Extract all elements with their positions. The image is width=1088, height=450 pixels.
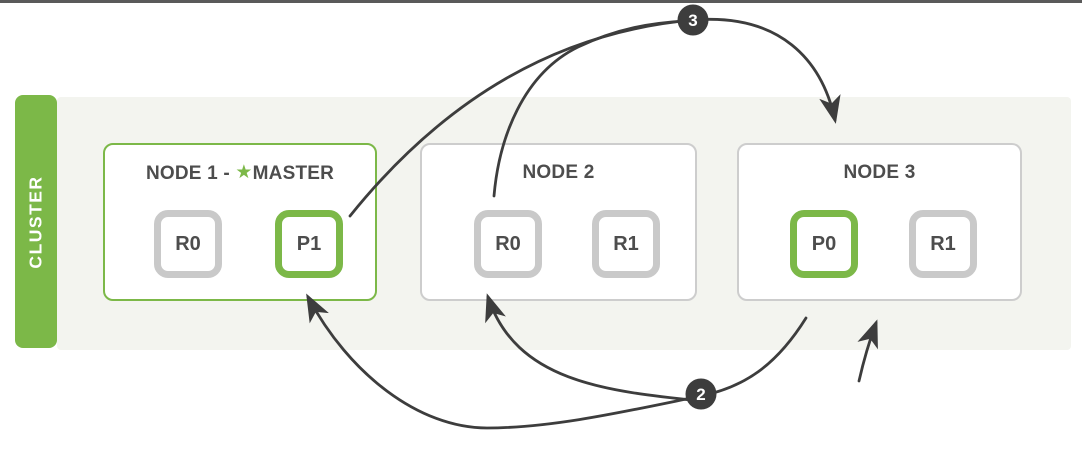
node-3-title: NODE 3 [843, 162, 916, 183]
step-badge-2: 2 [685, 378, 717, 410]
cluster-tab: CLUSTER [15, 95, 57, 348]
cluster-label: CLUSTER [25, 174, 46, 269]
node-3: NODE 3 P0 R1 [737, 143, 1022, 301]
shard-r1-node3: R1 [909, 210, 977, 278]
shard-r0-node2: R0 [474, 210, 542, 278]
shard-label: R1 [613, 232, 639, 255]
step-badge-3-number: 3 [688, 11, 697, 30]
shard-label: R0 [495, 232, 521, 255]
shard-p0-node3: P0 [790, 210, 858, 278]
node-1-title: NODE 1 - ★MASTER [105, 161, 375, 185]
shard-r1-node2: R1 [592, 210, 660, 278]
shard-label: P1 [296, 232, 322, 255]
node-1: NODE 1 - ★MASTER R0 P1 [103, 143, 377, 301]
step-badge-3: 3 [677, 4, 709, 36]
shard-r0-node1: R0 [154, 210, 222, 278]
step-badge-3-circle [677, 4, 709, 36]
step-badge-2-number: 2 [696, 385, 705, 404]
node-2: NODE 2 R0 R1 [420, 143, 697, 301]
window-top-edge [0, 0, 1082, 3]
shard-label: R0 [175, 232, 201, 255]
master-star-icon: ★ [235, 161, 253, 183]
node-2-title: NODE 2 [522, 162, 595, 183]
shard-label: P0 [811, 232, 837, 255]
node-1-title-prefix: NODE 1 - [145, 163, 236, 184]
step-badge-2-circle [685, 378, 717, 410]
shard-p1-node1: P1 [275, 210, 343, 278]
node-1-master-label: MASTER [252, 163, 335, 184]
shard-label: R1 [930, 232, 956, 255]
